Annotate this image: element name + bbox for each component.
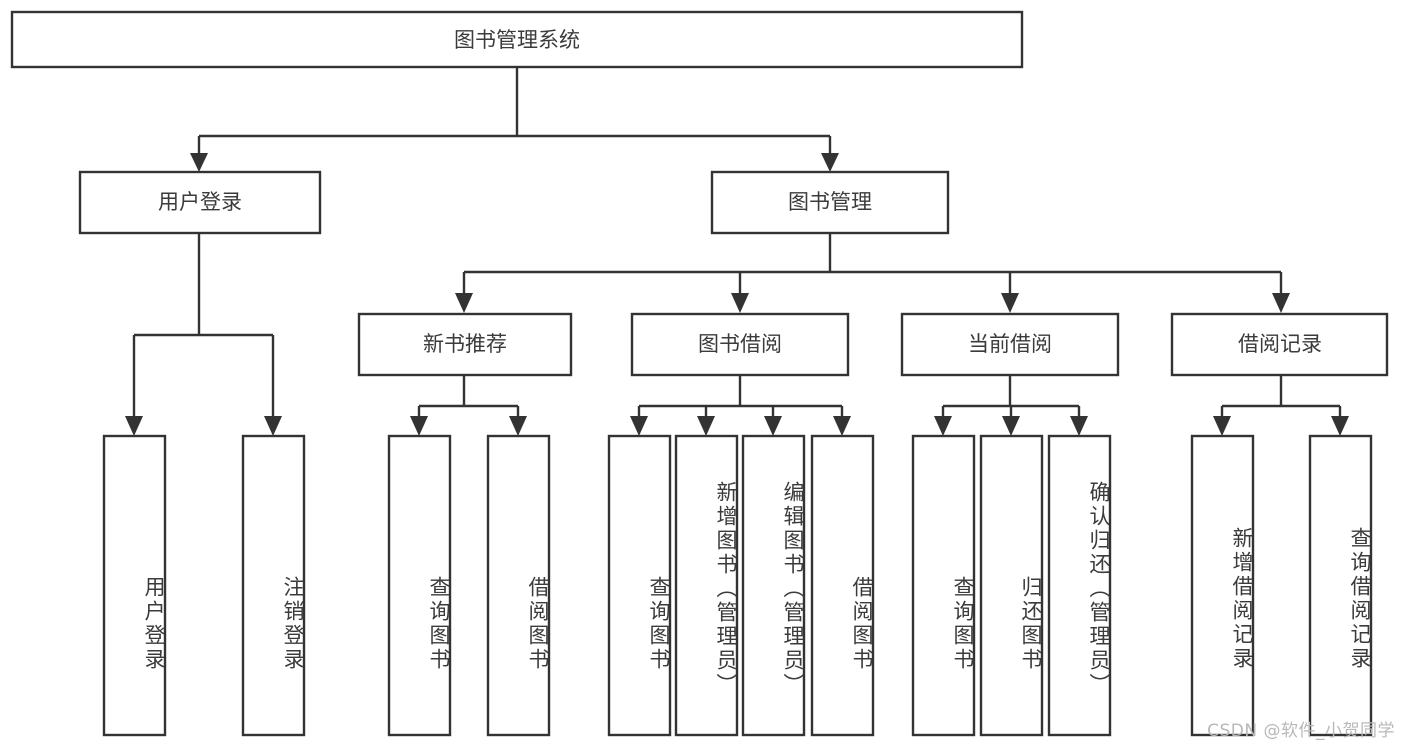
arrowhead-leaf-query-borrow-record [1331, 416, 1349, 436]
arrowhead-current-borrow [1001, 293, 1019, 313]
node-borrow-record[interactable]: 借阅记录 [1170, 312, 1389, 377]
leaf-borrow-book-1-box[interactable] [486, 434, 551, 737]
node-current-borrow-box[interactable] [900, 312, 1120, 377]
node-user-login-label: 用户登录 [158, 190, 242, 214]
node-current-borrow-label: 当前借阅 [968, 332, 1052, 356]
node-borrow-record-box[interactable] [1170, 312, 1389, 377]
node-current-borrow[interactable]: 当前借阅 [900, 312, 1120, 377]
arrowhead-leaf-borrow-book-1 [509, 416, 527, 436]
leaf-add-borrow-record-box[interactable] [1190, 434, 1255, 737]
node-book-management-label: 图书管理 [788, 190, 872, 214]
node-book-management[interactable]: 图书管理 [710, 170, 950, 235]
arrowhead-leaf-query-book-2 [630, 416, 648, 436]
node-new-book-recommend-box[interactable] [357, 312, 573, 377]
node-user-login[interactable]: 用户登录 [78, 170, 322, 235]
arrowhead-book-borrow [731, 293, 749, 313]
leaf-borrow-book-2-box[interactable] [810, 434, 875, 737]
arrowhead-leaf-return-book [1002, 416, 1020, 436]
leaf-confirm-return-admin-box[interactable] [1047, 434, 1112, 737]
leaf-user-login-box[interactable] [102, 434, 167, 737]
leaf-query-book-1-box[interactable] [387, 434, 452, 737]
root-node-label: 图书管理系统 [454, 28, 580, 52]
node-book-borrow[interactable]: 图书借阅 [630, 312, 850, 377]
root-node[interactable]: 图书管理系统 [10, 10, 1024, 69]
arrowhead-leaf-add-borrow-record [1213, 416, 1231, 436]
leaf-edit-book-admin-box[interactable] [741, 434, 806, 737]
node-new-book-recommend[interactable]: 新书推荐 [357, 312, 573, 377]
leaf-query-borrow-record-box[interactable] [1308, 434, 1373, 737]
arrowhead-new-book-recommend [455, 293, 473, 313]
node-book-borrow-box[interactable] [630, 312, 850, 377]
arrowhead-leaf-add-book-admin [697, 416, 715, 436]
arrowhead-leaf-user-login [125, 416, 143, 436]
leaf-logout-box[interactable] [241, 434, 306, 737]
arrowhead-leaf-query-book-3 [934, 416, 952, 436]
connector-layer [125, 67, 1349, 436]
arrowhead-leaf-borrow-book-2 [833, 416, 851, 436]
leaf-query-book-3-box[interactable] [911, 434, 976, 737]
arrowhead-leaf-query-book-1 [410, 416, 428, 436]
root-node-box[interactable] [10, 10, 1024, 69]
node-book-management-box[interactable] [710, 170, 950, 235]
leaf-query-book-2-box[interactable] [607, 434, 672, 737]
leaf-add-book-admin-box[interactable] [674, 434, 739, 737]
node-book-borrow-label: 图书借阅 [698, 332, 782, 356]
node-user-login-box[interactable] [78, 170, 322, 235]
arrowhead-user-login [190, 153, 208, 172]
arrowhead-leaf-confirm-return-admin [1070, 416, 1088, 436]
arrowhead-borrow-record [1272, 293, 1290, 313]
arrowhead-book-management [821, 153, 839, 172]
node-new-book-recommend-label: 新书推荐 [423, 332, 507, 356]
node-borrow-record-label: 借阅记录 [1238, 332, 1322, 356]
arrowhead-leaf-edit-book-admin [764, 416, 782, 436]
leaf-box-layer [102, 434, 1373, 737]
arrowhead-leaf-logout [264, 416, 282, 436]
leaf-return-book-box[interactable] [979, 434, 1044, 737]
csdn-watermark: CSDN @软件_小贺同学 [1207, 721, 1395, 741]
